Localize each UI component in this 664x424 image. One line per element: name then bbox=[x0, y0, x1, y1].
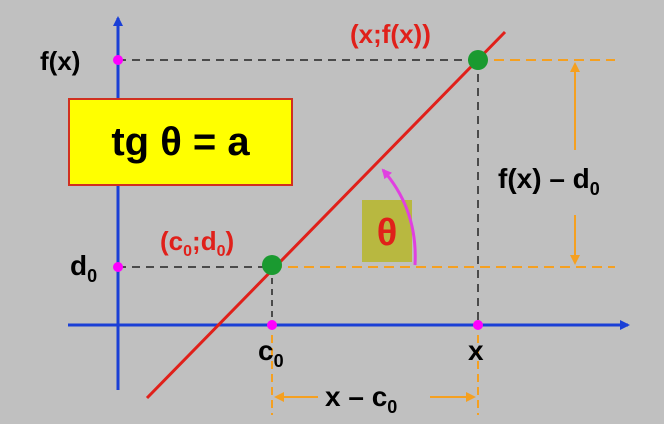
point-lower bbox=[262, 255, 282, 275]
d0-axis-label: d0 bbox=[70, 250, 97, 286]
tick-d0 bbox=[113, 262, 123, 272]
theta-symbol: θ bbox=[377, 212, 398, 254]
c0-axis-label: c0 bbox=[258, 335, 284, 371]
tick-c0 bbox=[267, 320, 277, 330]
vertical-measure-label: f(x) – d0 bbox=[498, 163, 600, 199]
x-axis-label: x bbox=[468, 335, 484, 366]
point-upper bbox=[468, 50, 488, 70]
fx-axis-label: f(x) bbox=[40, 46, 80, 76]
tick-x bbox=[473, 320, 483, 330]
angle-arc bbox=[381, 168, 417, 266]
theta-box bbox=[362, 200, 412, 262]
lower-point-label: (c0;d0) bbox=[160, 226, 234, 260]
upper-point-label: (x;f(x)) bbox=[350, 19, 431, 49]
formula-text: tg θ = a bbox=[111, 119, 250, 164]
formula-box: tg θ = a bbox=[68, 98, 293, 186]
tick-fx bbox=[113, 55, 123, 65]
horizontal-measure-label: x – c0 bbox=[325, 381, 397, 417]
linear-function-line bbox=[145, 30, 507, 400]
